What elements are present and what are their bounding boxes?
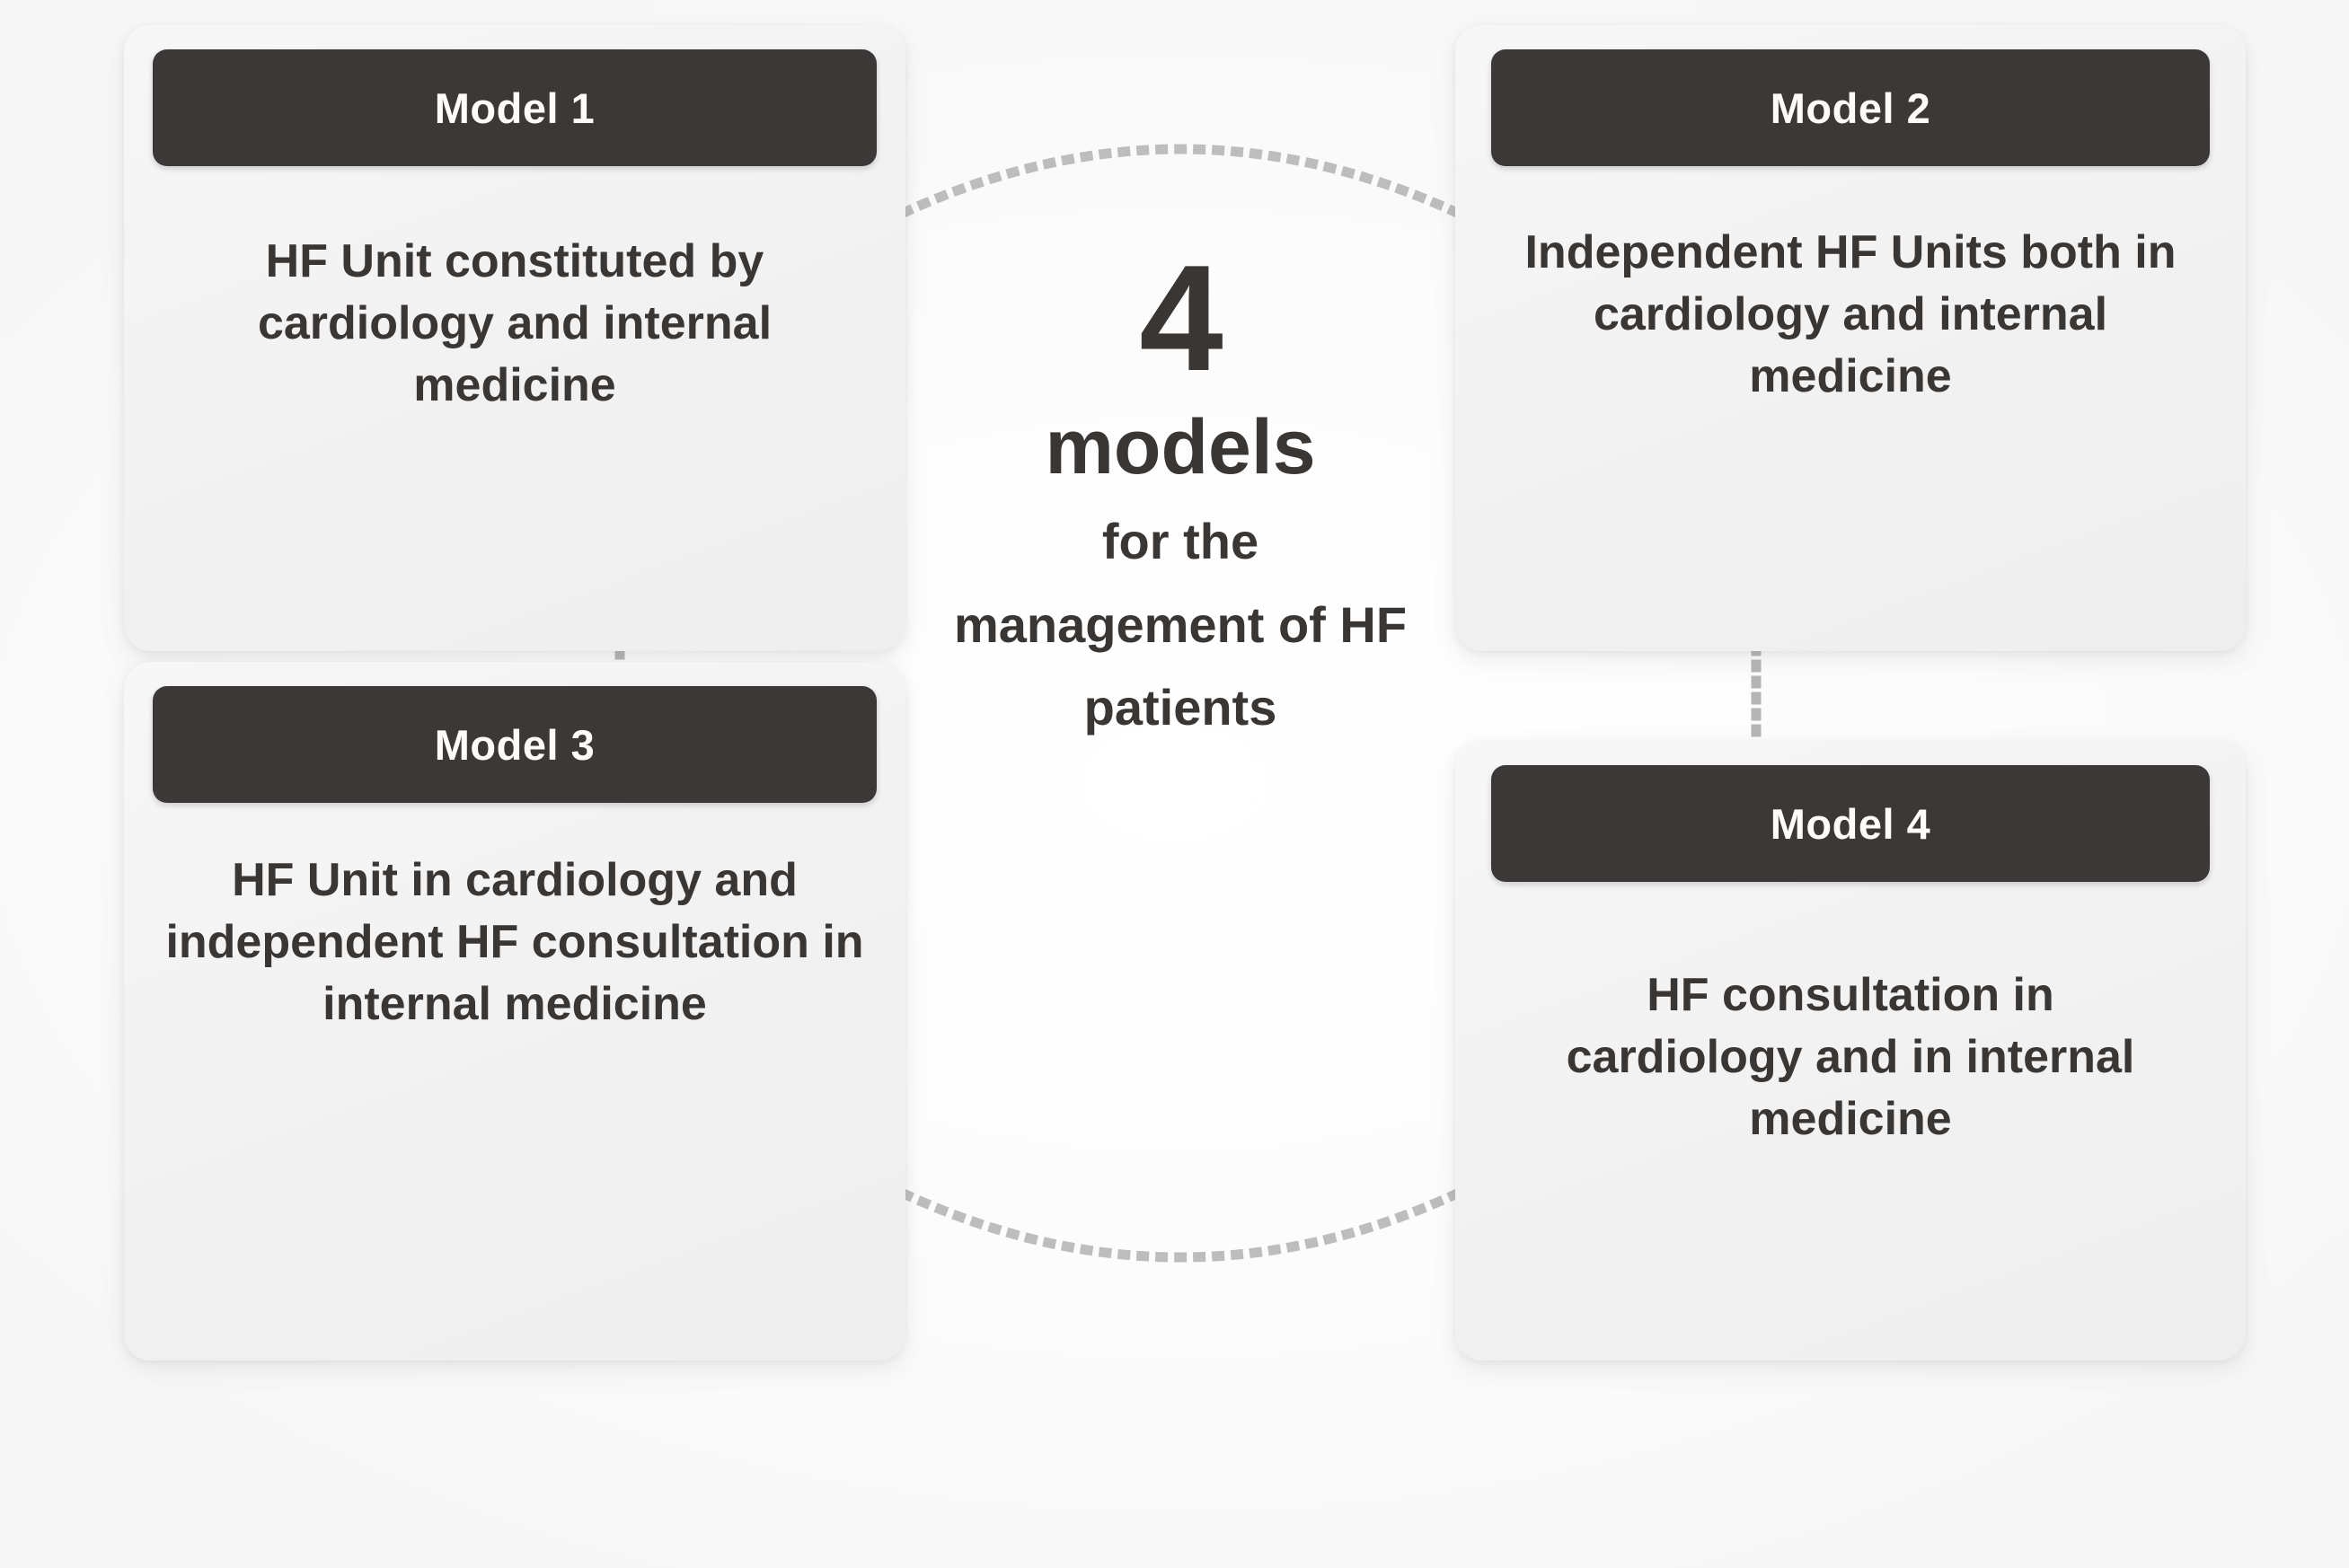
model-card-4[interactable]: Model 4 HF consultation in cardiology an… [1455, 741, 2246, 1361]
model-card-3[interactable]: Model 3 HF Unit in cardiology and indepe… [124, 662, 905, 1361]
model-3-header: Model 3 [153, 686, 877, 803]
model-card-1[interactable]: Model 1 HF Unit constituted by cardiolog… [124, 25, 905, 651]
model-4-header: Model 4 [1491, 765, 2210, 882]
model-card-2[interactable]: Model 2 Independent HF Units both in car… [1455, 25, 2246, 651]
center-line-3: patients [1083, 679, 1277, 736]
center-line-2: management of HF [953, 595, 1408, 653]
connector-arc-top [898, 144, 1462, 219]
model-1-header: Model 1 [153, 49, 877, 166]
model-3-description: HF Unit in cardiology and independent HF… [165, 854, 864, 1031]
center-unit: models [1045, 404, 1316, 490]
connector-arc-bottom [898, 1187, 1462, 1263]
model-1-description: HF Unit constituted by cardiology and in… [257, 235, 773, 412]
model-2-header: Model 2 [1491, 49, 2210, 166]
center-count: 4 [1139, 233, 1223, 402]
center-headline: 4 models for the management of HF patien… [905, 242, 1455, 740]
model-2-description: Independent HF Units both in cardiology … [1524, 226, 2177, 403]
center-line-1: for the [1101, 513, 1259, 570]
model-4-description: HF consultation in cardiology and in int… [1566, 969, 2135, 1146]
